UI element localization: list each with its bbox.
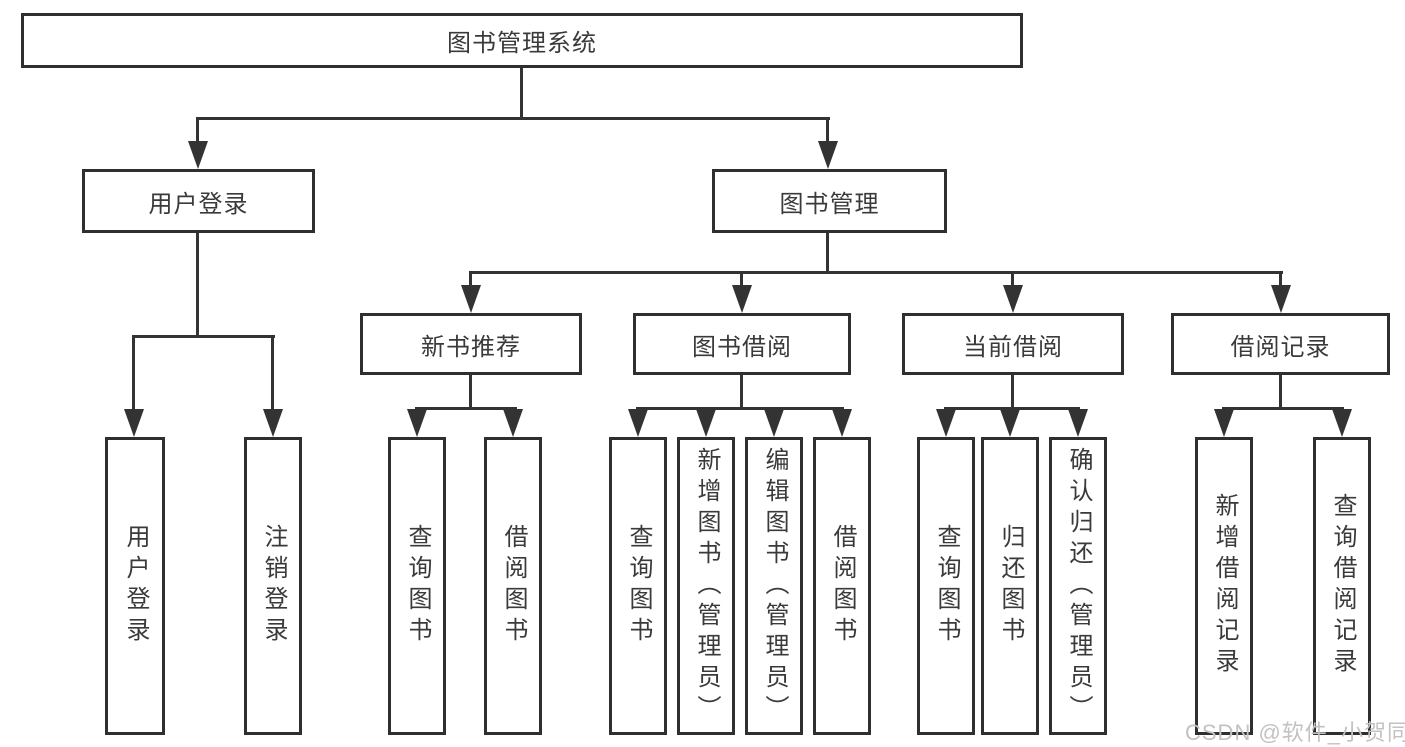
arrowhead-book-mgmt [818,141,838,169]
connector-root-hline [196,117,830,120]
arrowhead-nbr-borrow [503,409,523,437]
arrowhead-new-book-rec [461,285,481,313]
arrowhead-bb-edit [764,409,784,437]
node-root: 图书管理系统 [21,13,1023,68]
node-new-book-rec: 新书推荐 [360,313,582,375]
connector-to-current-borrow [1011,271,1014,288]
node-book-borrow: 图书借阅 [633,313,851,375]
arrowhead-leaf-user-login [124,409,144,437]
arrowhead-nbr-query [407,409,427,437]
connector-borrow-record-stub [1279,375,1282,410]
leaf-nbr-query-books: 查询图书 [388,437,446,735]
connector-user-login-hline [132,335,275,338]
leaf-bb-borrow-books: 借阅图书 [813,437,871,735]
arrowhead-br-add [1214,409,1234,437]
arrowhead-bb-borrow [832,409,852,437]
connector-user-login-stub [196,233,199,338]
leaf-logout: 注销登录 [244,437,302,735]
arrowhead-borrow-record [1271,285,1291,313]
connector-book-mgmt-stub [826,233,829,274]
leaf-bb-edit-books-admin: 编辑图书（管理员） [745,437,803,735]
connector-book-borrow-hline [636,407,844,410]
arrowhead-bb-query [628,409,648,437]
connector-book-mgmt-hline [469,271,1283,274]
node-user-login: 用户登录 [82,169,315,233]
leaf-cb-return-books: 归还图书 [981,437,1039,735]
arrowhead-br-query [1332,409,1352,437]
connector-to-leaf-user-login [132,335,135,412]
connector-book-borrow-stub [740,375,743,410]
connector-to-leaf-logout [271,335,274,412]
leaf-bb-add-books-admin: 新增图书（管理员） [677,437,735,735]
arrowhead-user-login [188,141,208,169]
leaf-cb-query-books: 查询图书 [917,437,975,735]
leaf-cb-confirm-return-admin: 确认归还（管理员） [1049,437,1107,735]
connector-to-user-login [196,117,199,145]
arrowhead-cb-confirm [1068,409,1088,437]
csdn-watermark: CSDN @软件_小贺同学 [1185,720,1405,745]
node-current-borrow: 当前借阅 [902,313,1124,375]
connector-new-book-rec-stub [469,375,472,410]
connector-current-borrow-stub [1011,375,1014,410]
node-borrow-record: 借阅记录 [1171,313,1390,375]
leaf-bb-query-books: 查询图书 [609,437,667,735]
connector-to-new-book-rec [469,271,472,288]
connector-borrow-record-hline [1222,407,1344,410]
connector-to-book-mgmt [826,117,829,145]
leaf-br-add-record: 新增借阅记录 [1195,437,1253,735]
arrowhead-leaf-logout [263,409,283,437]
arrowhead-cb-query [936,409,956,437]
connector-current-borrow-hline [944,407,1080,410]
connector-root-stub [520,68,523,120]
arrowhead-bb-add [696,409,716,437]
arrowhead-cb-return [1000,409,1020,437]
node-book-mgmt: 图书管理 [712,169,947,233]
leaf-nbr-borrow-books: 借阅图书 [484,437,542,735]
arrowhead-book-borrow [732,285,752,313]
leaf-br-query-record: 查询借阅记录 [1313,437,1371,735]
arrowhead-current-borrow [1003,285,1023,313]
connector-to-book-borrow [740,271,743,288]
leaf-user-login: 用户登录 [105,437,165,735]
connector-to-borrow-record [1279,271,1282,288]
connector-new-book-rec-hline [415,407,517,410]
